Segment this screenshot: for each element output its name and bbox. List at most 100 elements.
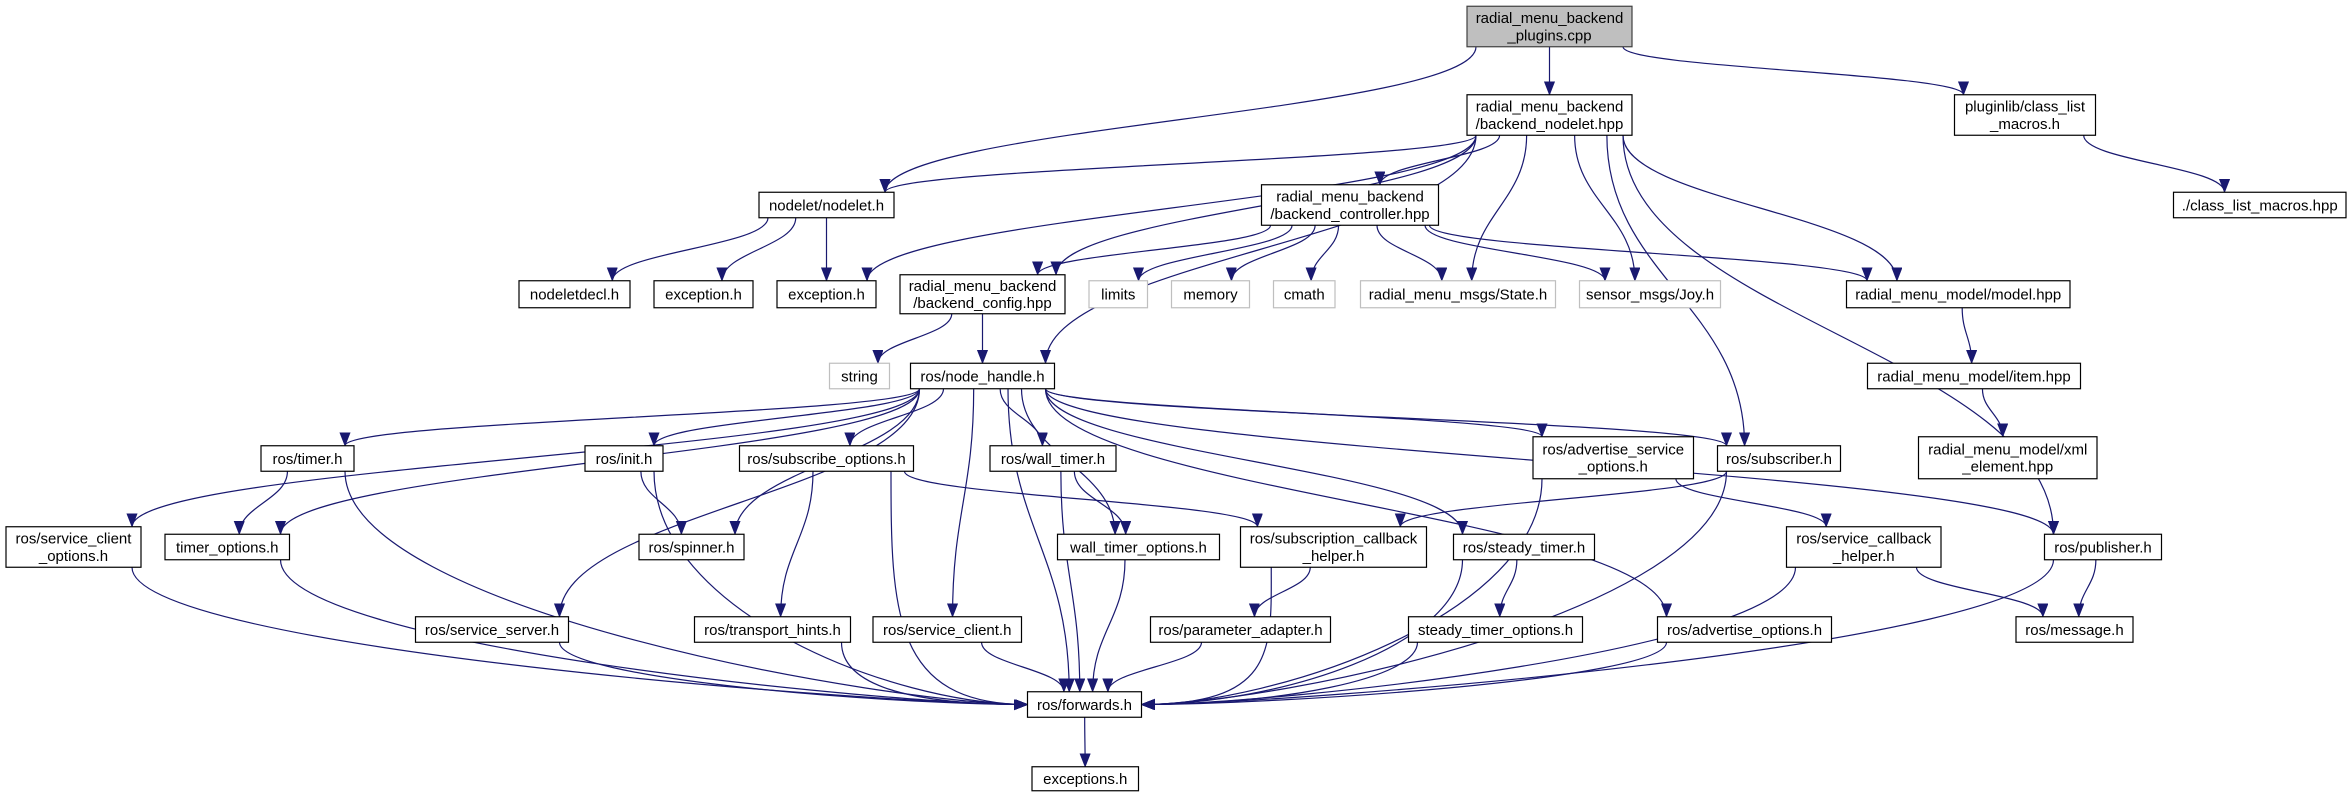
node-node-handle[interactable]: ros/node_handle.h	[909, 362, 1056, 390]
node-param-adapter[interactable]: ros/parameter_adapter.h	[1149, 616, 1332, 643]
node-box	[693, 616, 852, 643]
node-nodeletdecl[interactable]: nodeletdecl.h	[518, 280, 631, 309]
node-label: nodeletdecl.h	[530, 287, 619, 304]
node-model[interactable]: radial_menu_model/model.hpp	[1845, 280, 2071, 309]
node-transport[interactable]: ros/transport_hints.h	[693, 616, 852, 643]
node-sub-cb-helper[interactable]: ros/subscription_callback_helper.h	[1239, 526, 1428, 568]
node-nodelet-h[interactable]: nodelet/nodelet.h	[758, 191, 895, 219]
node-srv-client[interactable]: ros/service_client.h	[872, 616, 1023, 643]
node-box	[899, 274, 1066, 315]
node-box	[1272, 280, 1336, 309]
node-joy[interactable]: sensor_msgs/Joy.h	[1578, 280, 1722, 309]
node-label: /backend_controller.hpp	[1270, 206, 1429, 223]
node-controller[interactable]: radial_menu_backend/backend_controller.h…	[1260, 184, 1440, 226]
edge-publisher-to-message	[2079, 559, 2097, 617]
node-box	[1716, 445, 1842, 472]
node-cmath[interactable]: cmath	[1272, 280, 1336, 309]
node-exception2[interactable]: exception.h	[776, 280, 877, 309]
node-box	[738, 445, 915, 472]
node-box	[1170, 280, 1251, 309]
edge-node_handle-to-adv_opts	[1044, 388, 1667, 617]
node-box	[1917, 436, 2098, 480]
edge-adv_opts-to-forwards	[1142, 642, 1668, 704]
node-label: _options.h	[1578, 459, 1648, 476]
node-box	[872, 616, 1023, 643]
edge-controller-to-joy	[1424, 225, 1605, 281]
node-label: ros/steady_timer.h	[1463, 539, 1586, 556]
node-subscriber[interactable]: ros/subscriber.h	[1716, 445, 1842, 472]
edge-adv_srv_opts-to-forwards	[1142, 478, 1543, 705]
node-config[interactable]: radial_menu_backend/backend_config.hpp	[899, 274, 1066, 315]
node-timer[interactable]: ros/timer.h	[260, 445, 355, 472]
node-clm-hpp[interactable]: ./class_list_macros.hpp	[2172, 191, 2347, 219]
node-box	[1260, 184, 1440, 226]
node-label: ros/wall_timer.h	[1001, 451, 1105, 468]
node-exception1[interactable]: exception.h	[653, 280, 754, 309]
edge-nodelet_hpp-to-nodelet_h	[885, 134, 1477, 192]
node-wall-timer-opts[interactable]: wall_timer_options.h	[1056, 533, 1221, 561]
node-label: ros/service_client.h	[883, 622, 1011, 639]
edge-node_handle-to-steady_timer	[1044, 388, 1463, 535]
node-spinner[interactable]: ros/spinner.h	[638, 533, 745, 561]
node-nodelet-hpp[interactable]: radial_menu_backend/backend_nodelet.hpp	[1466, 94, 1633, 136]
node-exceptions[interactable]: exceptions.h	[1031, 766, 1140, 792]
node-label: ros/forwards.h	[1037, 697, 1132, 714]
node-label: exception.h	[788, 287, 865, 304]
node-label: memory	[1183, 287, 1238, 304]
edge-node_handle-to-sub_opts	[850, 388, 945, 446]
node-label: cmath	[1284, 287, 1325, 304]
node-message[interactable]: ros/message.h	[2015, 616, 2134, 643]
node-wall-timer[interactable]: ros/wall_timer.h	[989, 445, 1117, 472]
node-memory[interactable]: memory	[1170, 280, 1251, 309]
node-sub-opts[interactable]: ros/subscribe_options.h	[738, 445, 915, 472]
node-box	[518, 280, 631, 309]
edge-sub_opts-to-sub_cb_helper	[903, 470, 1258, 527]
edge-sub_opts-to-forwards	[890, 471, 1028, 704]
node-box	[1407, 616, 1584, 643]
node-string[interactable]: string	[828, 362, 891, 390]
node-publisher[interactable]: ros/publisher.h	[2043, 533, 2163, 561]
node-forwards[interactable]: ros/forwards.h	[1026, 691, 1143, 718]
node-box	[1466, 5, 1633, 48]
node-label: radial_menu_model/xml	[1928, 441, 2087, 458]
node-box	[2172, 191, 2347, 219]
node-label: ros/node_handle.h	[920, 368, 1044, 385]
edge-model-to-item	[1961, 307, 1971, 364]
node-steady-opts[interactable]: steady_timer_options.h	[1407, 616, 1584, 643]
node-label: ros/transport_hints.h	[704, 622, 841, 639]
node-box	[260, 445, 355, 472]
node-srv-client-opts[interactable]: ros/service_client_options.h	[5, 526, 142, 568]
node-adv-opts[interactable]: ros/advertise_options.h	[1656, 616, 1833, 643]
node-pluginlib[interactable]: pluginlib/class_list_macros.h	[1953, 94, 2097, 136]
node-label: _plugins.cpp	[1506, 27, 1591, 44]
node-xml[interactable]: radial_menu_model/xml_element.hpp	[1917, 436, 2098, 480]
edge-node_handle-to-init	[654, 388, 921, 446]
node-label: _element.hpp	[1961, 459, 2053, 476]
edge-subscriber-to-sub_cb_helper	[1400, 470, 1728, 527]
node-label: wall_timer_options.h	[1069, 539, 1207, 556]
node-adv-srv-opts[interactable]: ros/advertise_service_options.h	[1532, 436, 1695, 480]
node-limits[interactable]: limits	[1088, 280, 1149, 309]
edge-init-to-forwards	[653, 471, 1028, 704]
node-steady-timer[interactable]: ros/steady_timer.h	[1452, 533, 1596, 561]
node-label: ros/init.h	[596, 451, 653, 468]
node-label: exception.h	[665, 287, 742, 304]
node-state[interactable]: radial_menu_msgs/State.h	[1359, 280, 1557, 309]
node-label: ros/timer.h	[272, 451, 342, 468]
node-plugins[interactable]: radial_menu_backend_plugins.cpp	[1466, 5, 1633, 48]
node-srv-server[interactable]: ros/service_server.h	[414, 616, 570, 643]
node-box	[828, 362, 891, 390]
node-box	[653, 280, 754, 309]
edge-plugins-to-nodelet_h	[885, 46, 1477, 193]
node-box	[1866, 362, 2082, 390]
edge-nodelet_h-to-nodeletdecl	[612, 217, 769, 281]
edge-publisher-to-forwards	[1142, 559, 2055, 705]
node-init[interactable]: ros/init.h	[584, 445, 664, 472]
node-label: ros/subscriber.h	[1726, 451, 1832, 468]
node-srv-cb-helper[interactable]: ros/service_callback_helper.h	[1785, 526, 1942, 568]
node-timer-opts[interactable]: timer_options.h	[164, 533, 291, 561]
edge-nodelet_hpp-to-node_handle	[1046, 135, 1477, 363]
edge-srv_cb_helper-to-forwards	[1142, 567, 1797, 704]
node-item[interactable]: radial_menu_model/item.hpp	[1866, 362, 2082, 390]
